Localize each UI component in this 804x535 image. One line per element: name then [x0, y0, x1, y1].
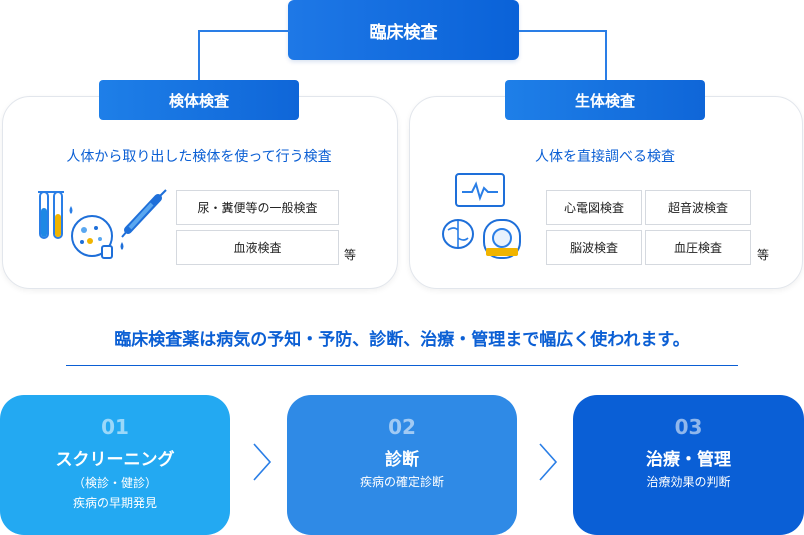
connector-left — [198, 30, 290, 82]
connector-right — [519, 30, 607, 82]
monitor-ecg-icon — [455, 173, 505, 207]
droplet-icon — [69, 206, 73, 214]
chevron-right-icon — [539, 443, 558, 481]
physiological-etc: 等 — [757, 248, 770, 262]
brain-icon — [442, 219, 474, 249]
tag-blood-test: 血液検査 — [176, 230, 339, 265]
step-title: 治療・管理 — [646, 450, 731, 470]
specimen-illustration — [38, 189, 167, 259]
physiological-label-text: 生体検査 — [574, 91, 635, 110]
chevron-right-icon — [253, 443, 272, 481]
headline-underline — [66, 365, 738, 366]
physiological-label: 生体検査 — [505, 80, 705, 120]
step-description: 治療効果の判断 — [646, 475, 731, 489]
tag-general-test: 尿・糞便等の一般検査 — [176, 190, 339, 225]
physiological-illustration — [442, 173, 521, 259]
headline: 臨床検査薬は病気の予知・予防、診断、治療・管理まで幅広く使われます。 — [114, 330, 690, 350]
step-description: 疾病の確定診断 — [359, 475, 444, 489]
specimen-description: 人体から取り出した検体を使って行う検査 — [66, 149, 332, 165]
step-subtitle: （検診・健診） — [72, 476, 157, 490]
step-description: 疾病の早期発見 — [72, 496, 157, 510]
step-treatment: 03 治療・管理 治療効果の判断 — [573, 395, 804, 535]
specimen-etc: 等 — [344, 248, 357, 262]
specimen-label: 検体検査 — [99, 80, 299, 120]
clinical-test-header: 臨床検査 — [288, 0, 519, 60]
step-number: 02 — [388, 415, 416, 439]
step-number: 03 — [674, 415, 703, 439]
step-title: 診断 — [385, 450, 419, 470]
syringe-icon — [120, 189, 167, 250]
tag-ultrasound: 超音波検査 — [645, 190, 751, 225]
step-diagnosis: 02 診断 疾病の確定診断 — [287, 395, 517, 535]
tag-eeg: 脳波検査 — [546, 230, 642, 265]
step-screening: 01 スクリーニング （検診・健診） 疾病の早期発見 — [0, 395, 230, 535]
step-number: 01 — [101, 415, 129, 439]
specimen-label-text: 検体検査 — [168, 91, 229, 110]
test-tubes-icon — [38, 191, 64, 239]
step-title: スクリーニング — [55, 450, 175, 470]
tag-blood-pressure: 血圧検査 — [645, 230, 751, 265]
clinical-test-title: 臨床検査 — [369, 22, 438, 43]
tag-ecg: 心電図検査 — [546, 190, 642, 225]
physiological-description: 人体を直接調べる検査 — [535, 149, 675, 165]
mri-scanner-icon — [483, 219, 521, 259]
petri-dish-icon — [71, 215, 113, 259]
